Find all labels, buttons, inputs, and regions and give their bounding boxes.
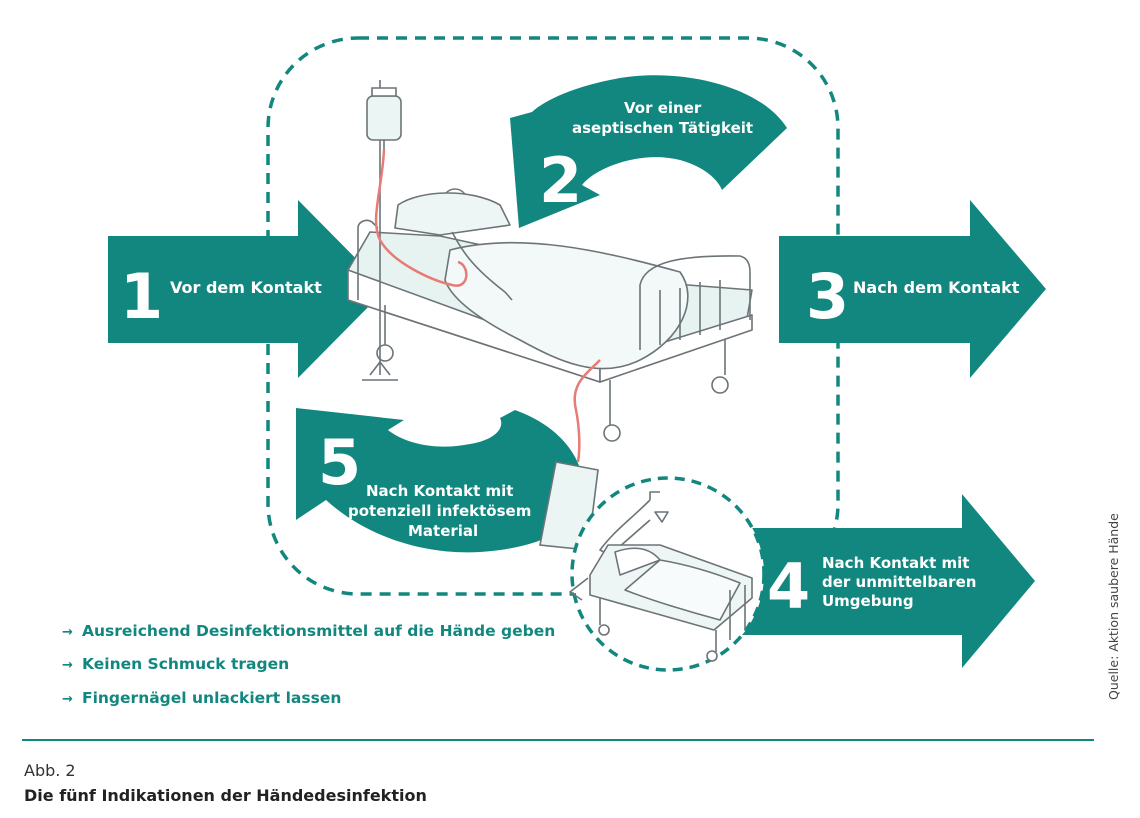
indication-4-label-line1: Nach Kontakt mit [822,554,969,572]
indication-3-number: 3 [806,260,849,333]
figure-title: Die fünf Indikationen der Händedesinfekt… [24,786,427,805]
arrow-right-icon: → [62,658,73,673]
catheter-tube [573,359,601,463]
indication-2-label-line1: Vor einer [624,99,702,117]
indication-5-label-line1: Nach Kontakt mit [366,482,513,500]
indication-4-arrow: 4 Nach Kontakt mit der unmittelbaren Umg… [735,494,1035,668]
indication-5-label-line3: Material [408,522,478,540]
indication-3-arrow: 3 Nach dem Kontakt [779,200,1046,378]
indication-2-curved-arrow: 2 Vor einer aseptischen Tätigkeit [510,75,787,228]
indication-3-label: Nach dem Kontakt [853,278,1020,297]
arrow-right-icon: → [62,625,73,640]
bullet-no-jewelry: →Keinen Schmuck tragen [62,655,290,673]
indication-4-number: 4 [767,550,810,623]
indication-4-label-line2: der unmittelbaren [822,573,976,591]
caption-divider [22,739,1094,741]
empty-bed-icon [569,491,753,662]
iv-drip-icon [366,87,402,150]
patient-bed-illustration [347,80,753,442]
indication-1-label: Vor dem Kontakt [170,278,322,297]
indication-2-number: 2 [539,144,582,217]
source-credit: Quelle: Aktion saubere Hände [1106,513,1121,700]
indication-5-curved-arrow: 5 Nach Kontakt mit potenziell infektösem… [296,408,586,553]
bullet-disinfectant: →Ausreichend Desinfektionsmittel auf die… [62,622,556,640]
figure-label: Abb. 2 [24,761,76,780]
indication-1-arrow: 1 Vor dem Kontakt [108,200,386,378]
arrow-right-icon: → [62,692,73,707]
iv-tube [374,149,468,287]
indication-5-label-line2: potenziell infektösem [348,502,531,520]
indication-2-label-line2: aseptischen Tätigkeit [572,119,753,137]
bullet-nails: →Fingernägel unlackiert lassen [62,689,342,707]
indication-1-number: 1 [120,260,163,333]
indication-4-label-line3: Umgebung [822,592,914,610]
indication-5-number: 5 [318,426,361,499]
